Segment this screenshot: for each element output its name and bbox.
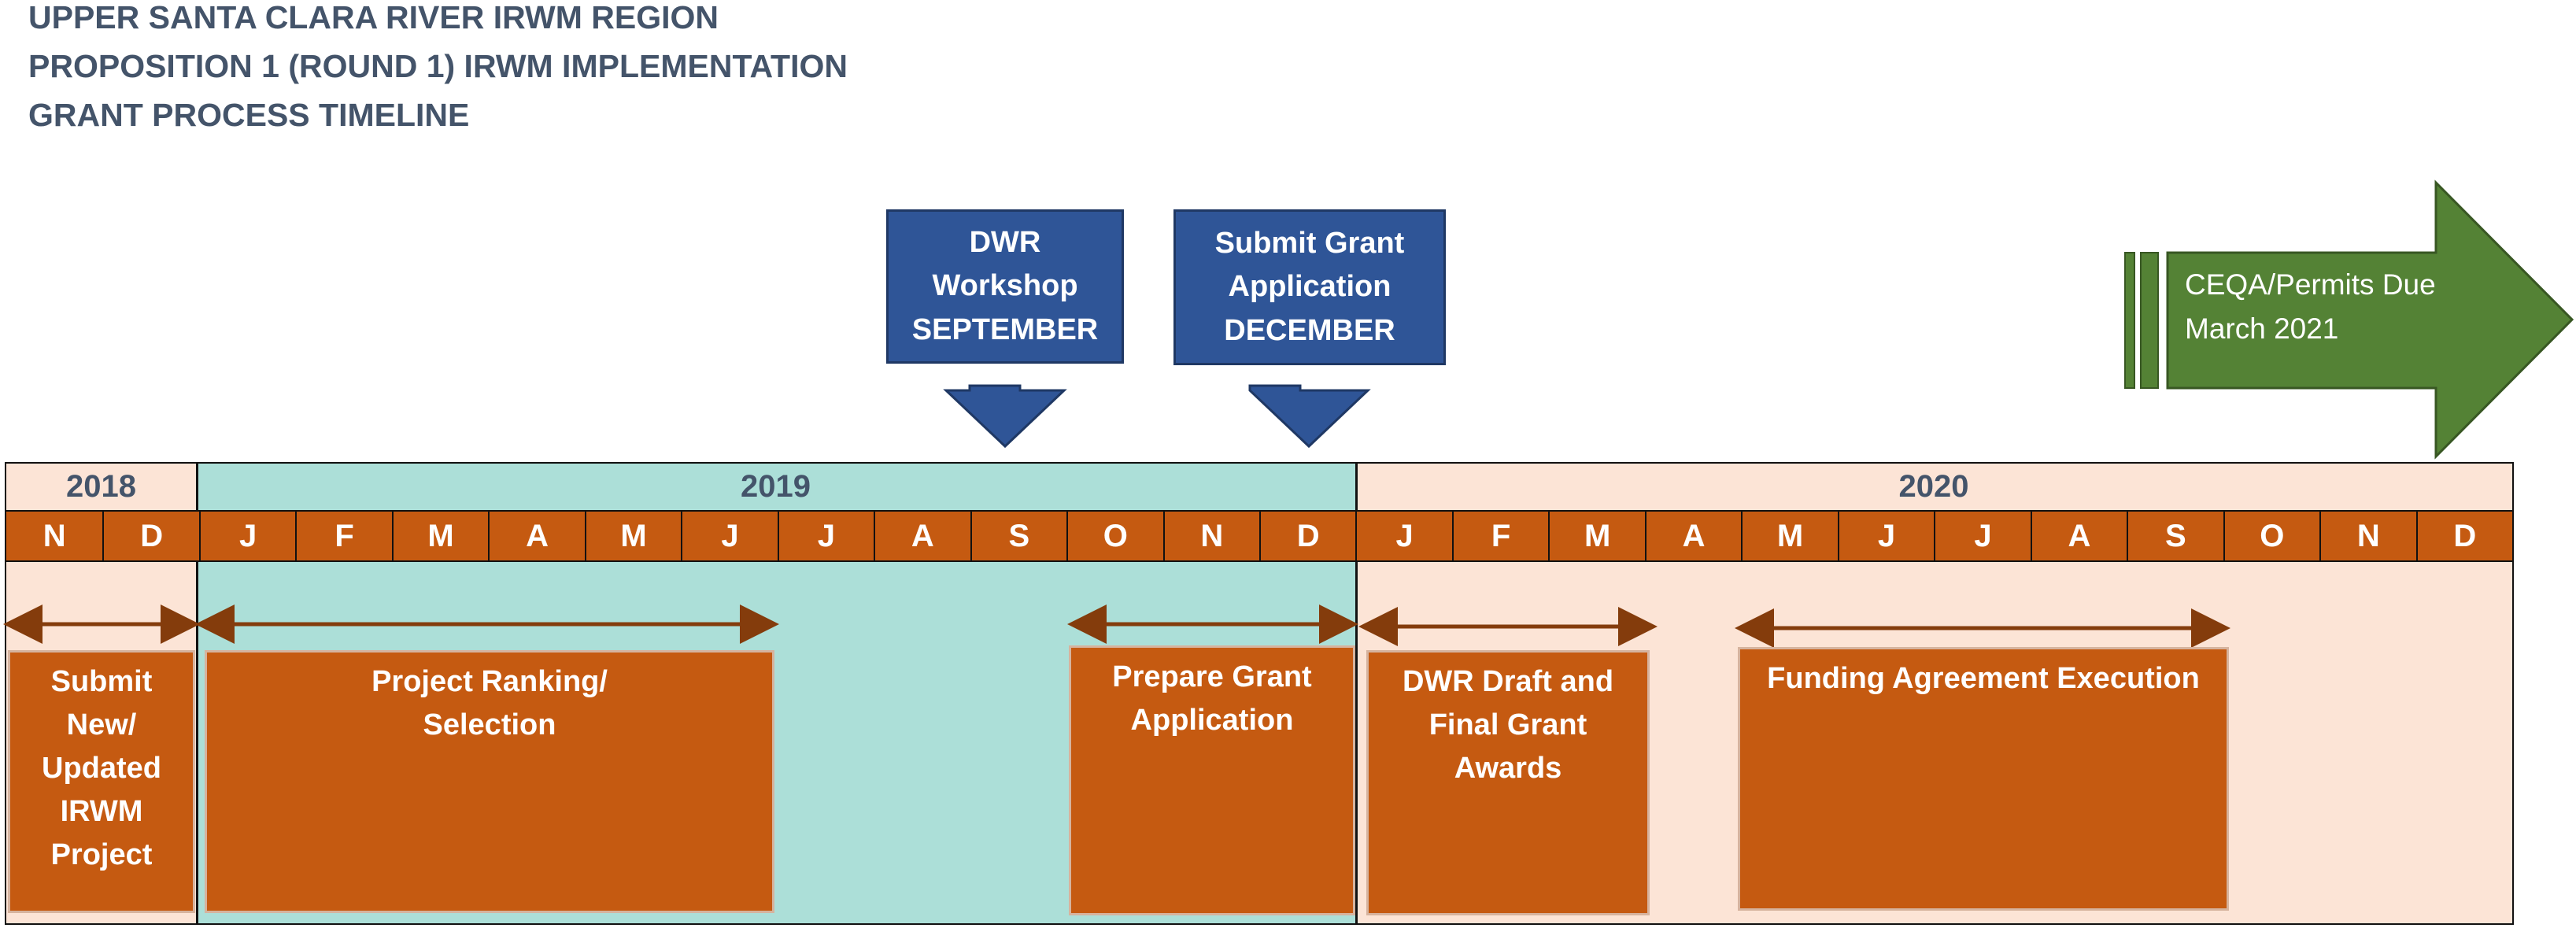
task-submit-project-line-2: New/ — [66, 708, 137, 742]
deadline-arrow-stripe-1 — [2124, 252, 2135, 389]
month-cell: S — [970, 512, 1067, 560]
month-cell: D — [102, 512, 199, 560]
task-draft-final-awards: DWR Draft and Final Grant Awards — [1366, 650, 1650, 915]
callout-dwr-workshop: DWR Workshop SEPTEMBER — [886, 209, 1124, 364]
task-submit-project-line-4: IRWM — [60, 795, 143, 829]
month-cell: N — [1162, 512, 1259, 560]
deadline-arrow-stripe-2 — [2140, 252, 2159, 389]
month-cell: A — [1644, 512, 1742, 560]
callout-dwr-workshop-line-3: SEPTEMBER — [911, 312, 1099, 346]
month-cell: J — [1934, 512, 2031, 560]
task-draft-final-awards-line-3: Awards — [1454, 752, 1562, 786]
task-draft-final-awards-line-2: Final Grant — [1428, 708, 1587, 742]
month-cell: A — [874, 512, 970, 560]
title-line-1: UPPER SANTA CLARA RIVER IRWM REGION — [28, 0, 719, 35]
deadline-label-line-2: March 2021 — [2185, 312, 2339, 345]
month-cell: A — [488, 512, 585, 560]
task-project-ranking-line-2: Selection — [423, 708, 556, 742]
callout-arrowhead-submit-application — [1248, 384, 1371, 449]
timeline-frame — [5, 462, 2514, 925]
callout-submit-application-line-3: DECEMBER — [1224, 313, 1395, 347]
task-project-ranking: Project Ranking/ Selection — [205, 650, 774, 913]
month-cell: M — [1548, 512, 1645, 560]
month-cell: O — [1066, 512, 1163, 560]
month-cell: M — [391, 512, 489, 560]
task-prepare-application: Prepare Grant Application — [1069, 645, 1355, 915]
title-line-3: GRANT PROCESS TIMELINE — [28, 97, 470, 133]
month-cell: J — [1355, 512, 1452, 560]
month-cell: F — [1451, 512, 1549, 560]
task-submit-project: Submit New/ Updated IRWM Project — [8, 650, 195, 913]
task-draft-final-awards-line-1: DWR Draft and — [1402, 665, 1614, 698]
deadline-label-line-1: CEQA/Permits Due — [2185, 268, 2436, 301]
month-cell: M — [584, 512, 682, 560]
task-prepare-application-line-2: Application — [1130, 704, 1294, 738]
month-cell: S — [2127, 512, 2223, 560]
year-2019: 2019 — [741, 469, 811, 504]
task-funding-agreement: Funding Agreement Execution — [1738, 647, 2229, 911]
month-cell: J — [777, 512, 874, 560]
month-cell: N — [2319, 512, 2416, 560]
callout-submit-application: Submit Grant Application DECEMBER — [1173, 209, 1446, 365]
deadline-label: CEQA/Permits Due March 2021 — [2185, 263, 2436, 350]
month-cell: J — [198, 512, 296, 560]
month-cell: J — [1837, 512, 1935, 560]
callout-arrowhead-dwr-workshop — [943, 384, 1067, 449]
month-cell: N — [6, 512, 103, 560]
month-cell: D — [2415, 512, 2512, 560]
task-submit-project-line-1: Submit — [50, 665, 153, 698]
month-cell: O — [2223, 512, 2320, 560]
month-cell: D — [1259, 512, 1356, 560]
month-cell: M — [1741, 512, 1838, 560]
deadline-arrow-body — [2166, 179, 2574, 460]
task-submit-project-line-5: Project — [50, 838, 153, 872]
task-prepare-application-line-1: Prepare Grant — [1112, 660, 1312, 693]
title-line-2: PROPOSITION 1 (ROUND 1) IRWM IMPLEMENTAT… — [28, 48, 848, 84]
task-submit-project-line-3: Updated — [42, 752, 161, 786]
callout-dwr-workshop-line-1: DWR — [969, 226, 1041, 260]
month-cell: J — [681, 512, 778, 560]
task-funding-agreement-line-1: Funding Agreement Execution — [1767, 662, 2200, 695]
year-2020: 2020 — [1898, 469, 1969, 504]
callout-submit-application-line-2: Application — [1228, 270, 1391, 304]
month-cell: F — [295, 512, 392, 560]
callout-dwr-workshop-line-2: Workshop — [932, 269, 1078, 303]
callout-submit-application-line-1: Submit Grant — [1214, 227, 1405, 261]
year-2018: 2018 — [66, 469, 136, 504]
month-cell: A — [2030, 512, 2127, 560]
task-project-ranking-line-1: Project Ranking/ — [371, 665, 608, 698]
